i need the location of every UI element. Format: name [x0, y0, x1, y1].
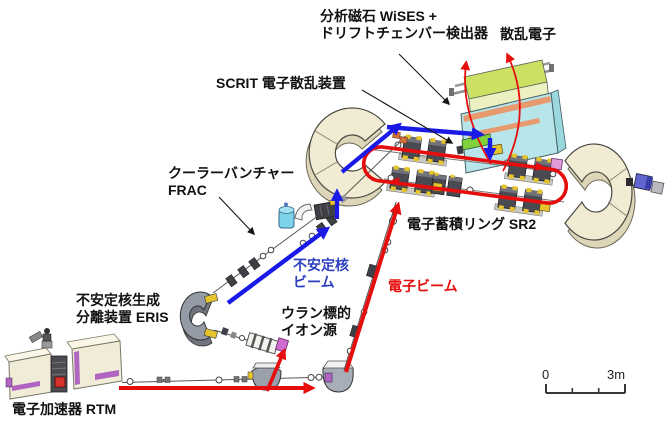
label-eris: 不安定核生成 分離装置 ERIS [76, 292, 169, 325]
label-scrit: SCRIT 電子散乱装置 [216, 75, 346, 91]
storage-ring-orbit [361, 145, 569, 205]
rf-cavity-device [626, 173, 665, 195]
label-scattered-electrons: 散乱電子 [500, 26, 556, 42]
quad-doublet-top-right [504, 153, 554, 186]
label-storage-ring-sr2: 電子蓄積リング SR2 [407, 216, 537, 232]
rtm-to-ring-beamline [121, 373, 331, 385]
ring-left-dipole-magnet [305, 107, 386, 207]
uranium-ion-source-device [213, 327, 290, 355]
electron-beam-arrows [119, 201, 402, 395]
ri-beam-arrows [226, 122, 497, 305]
label-uranium-ion-source: ウラン標的 イオン源 [281, 305, 351, 338]
quad-doublet-bottom-left-1 [386, 165, 436, 198]
label-cooler-buncher-frac: クーラーバンチャー FRAC [168, 165, 295, 198]
orbit-arrowhead-right [535, 162, 545, 171]
label-analysis-magnet-detector: 分析磁石 WiSES + ドリフトチェンバー検出器 [320, 8, 488, 41]
rtm-accelerator [4, 328, 123, 400]
label-rtm: 電子加速器 RTM [12, 401, 117, 417]
quadrupole-doublets [386, 134, 554, 217]
ring-right-dipole-magnet [564, 143, 636, 249]
quad-doublet-top-left [398, 134, 448, 167]
scale-bar-end-label: 3m [607, 367, 626, 382]
label-pointer-arrows [218, 53, 454, 236]
label-ri-beam: 不安定核 ビーム [293, 257, 349, 290]
scale-bar [545, 384, 626, 394]
eris-separator-magnet [179, 291, 219, 347]
label-electron-beam: 電子ビーム [388, 278, 458, 294]
orbit-arrowhead-left [390, 177, 400, 187]
scale-bar-start-label: 0 [542, 367, 550, 382]
frac-cooler-buncher-device [278, 199, 339, 229]
